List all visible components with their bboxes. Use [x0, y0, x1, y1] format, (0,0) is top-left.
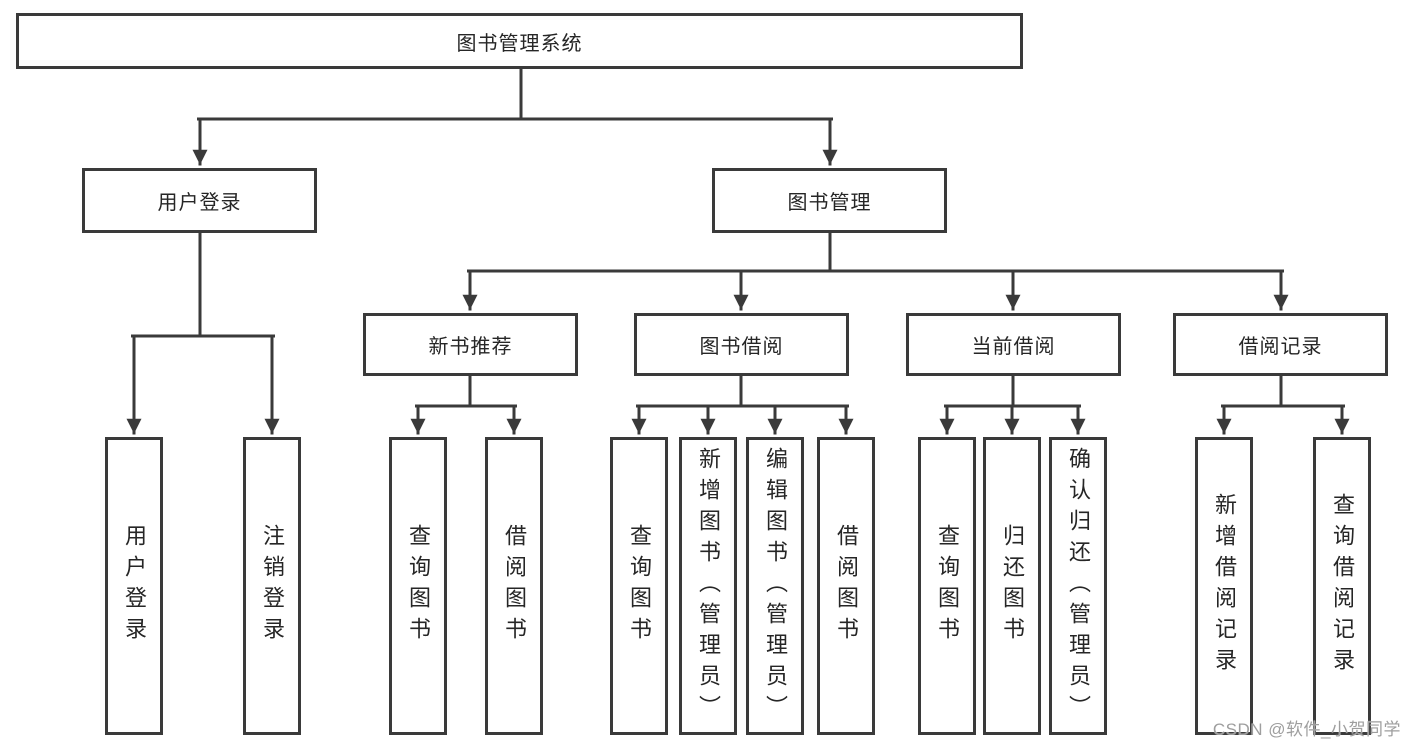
node-label: 注销登录 — [260, 524, 285, 648]
leaf-add-borrow-record: 新增借阅记录 — [1195, 437, 1253, 735]
connector-current-bus — [944, 374, 1081, 408]
node-label: 新增图书（管理员） — [696, 446, 721, 726]
watermark: CSDN @软件_小贺同学 — [1212, 720, 1401, 739]
connector-borrowing-bus — [636, 374, 849, 408]
leaf-query-books-borrowing: 查询图书 — [610, 437, 668, 735]
connector-records-bus — [1221, 374, 1345, 408]
connector-recommend-bus — [415, 374, 517, 408]
connector-mgmt-bus — [467, 231, 1284, 273]
node-label: 确认归还（管理员） — [1066, 446, 1091, 726]
node-user-login: 用户登录 — [82, 168, 317, 233]
leaf-borrow-books-recommend: 借阅图书 — [485, 437, 543, 735]
leaf-confirm-return-admin: 确认归还（管理员） — [1049, 437, 1107, 735]
node-new-book-recommend: 新书推荐 — [363, 313, 578, 376]
node-label: 借阅记录 — [1238, 336, 1323, 358]
node-current-borrowing: 当前借阅 — [906, 313, 1121, 376]
node-label: 查询图书 — [627, 524, 652, 648]
leaf-add-book-admin: 新增图书（管理员） — [679, 437, 737, 735]
node-label: 归还图书 — [1000, 524, 1025, 648]
leaf-borrow-books-borrowing: 借阅图书 — [817, 437, 875, 735]
leaf-logout: 注销登录 — [243, 437, 301, 735]
node-label: 用户登录 — [157, 192, 242, 214]
leaf-query-borrow-record: 查询借阅记录 — [1313, 437, 1371, 735]
node-label: 图书管理系统 — [456, 32, 583, 55]
leaf-query-books-recommend: 查询图书 — [389, 437, 447, 735]
node-label: 借阅图书 — [502, 524, 527, 648]
node-label: 当前借阅 — [971, 336, 1056, 358]
node-label: 编辑图书（管理员） — [763, 446, 788, 726]
node-label: 查询图书 — [935, 524, 960, 648]
connector-root-bus — [197, 65, 833, 121]
leaf-return-books: 归还图书 — [983, 437, 1041, 735]
leaf-user-login: 用户登录 — [105, 437, 163, 735]
node-label: 用户登录 — [122, 524, 147, 648]
node-label: 查询图书 — [406, 524, 431, 648]
node-book-management: 图书管理 — [712, 168, 947, 233]
node-label: 新书推荐 — [428, 336, 513, 358]
connector-user-bus — [131, 231, 275, 338]
leaf-edit-book-admin: 编辑图书（管理员） — [746, 437, 804, 735]
node-label: 图书管理 — [787, 192, 872, 214]
node-label: 图书借阅 — [699, 336, 784, 358]
node-root: 图书管理系统 — [16, 13, 1023, 69]
node-label: 新增借阅记录 — [1212, 493, 1237, 679]
node-borrowing-records: 借阅记录 — [1173, 313, 1388, 376]
leaf-query-books-current: 查询图书 — [918, 437, 976, 735]
node-label: 借阅图书 — [834, 524, 859, 648]
node-label: 查询借阅记录 — [1330, 493, 1355, 679]
node-book-borrowing: 图书借阅 — [634, 313, 849, 376]
